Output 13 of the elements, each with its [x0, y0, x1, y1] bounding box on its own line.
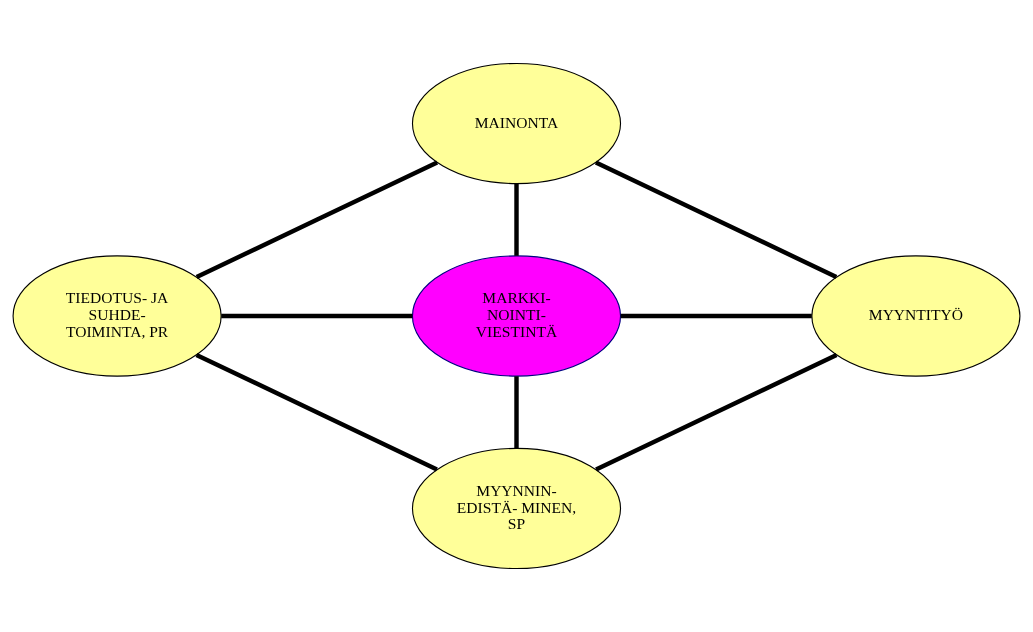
connector [514, 376, 519, 449]
node-ellipse: MARKKI- NOINTI- VIESTINTÄ [411, 255, 622, 377]
connector [620, 313, 812, 319]
node-ellipse: TIEDOTUS- JA SUHDE- TOIMINTA, PR [12, 255, 222, 377]
connector [514, 183, 519, 256]
node-ellipse: MAINONTA [411, 62, 622, 185]
node-ellipse: MYYNTITYÖ [811, 255, 1021, 377]
connector [595, 352, 838, 472]
connector [195, 160, 439, 279]
connector [195, 352, 438, 472]
connector [221, 313, 413, 319]
node-ellipse: MYYNNIN- EDISTÄ- MINEN, SP [411, 447, 622, 570]
connector [594, 160, 838, 279]
